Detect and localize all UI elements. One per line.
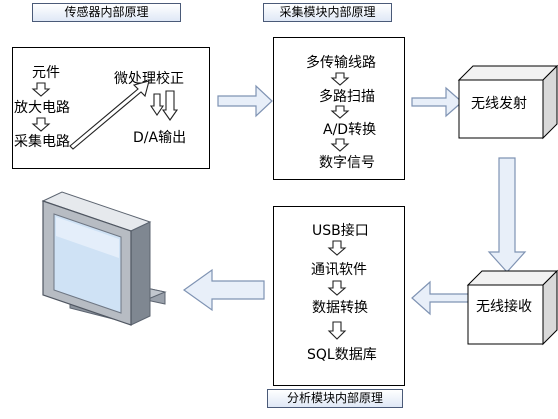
tab-analysis-internal: 分析模块内部原理 (267, 389, 403, 408)
monitor-icon (41, 191, 167, 326)
right-arrow-1 (217, 84, 273, 118)
label-digital-signal: 数字信号 (319, 155, 375, 171)
label-usb-port: USB接口 (312, 223, 369, 239)
diagonal-arrow (69, 80, 150, 150)
down-arrow-2 (31, 117, 51, 132)
right-arrow-2 (411, 86, 463, 118)
receiver-cube (466, 269, 558, 346)
label-micro-correction: 微处理校正 (114, 71, 184, 87)
down-arrow-5 (330, 138, 350, 152)
label-sql-db: SQL数据库 (307, 347, 377, 363)
tab-acquisition-internal: 采集模块内部原理 (263, 3, 392, 22)
label-multi-line: 多传输线路 (306, 55, 376, 71)
down-arrow-3 (330, 72, 350, 86)
down-arrow-1 (31, 82, 51, 97)
down-arrow-8 (327, 321, 347, 340)
label-collector: 采集电路 (14, 134, 70, 150)
down-arrow-6 (327, 240, 347, 256)
label-ad-convert: A/D转换 (323, 122, 377, 138)
label-wireless-receive: 无线接收 (476, 299, 532, 315)
down-arrow-4 (330, 105, 350, 119)
tab-sensor-internal: 传感器内部原理 (32, 3, 181, 22)
label-amplifier: 放大电路 (14, 100, 70, 116)
analysis-box (273, 206, 405, 386)
label-multi-scan: 多路扫描 (319, 89, 375, 105)
down-arrow-big (487, 157, 527, 273)
label-data-convert: 数据转换 (312, 300, 368, 316)
label-comm-software: 通讯软件 (311, 262, 367, 278)
label-component: 元件 (32, 65, 60, 81)
left-arrow-2 (182, 268, 265, 312)
left-arrow-1 (411, 280, 471, 316)
label-wireless-transmit: 无线发射 (471, 96, 527, 112)
transmitter-cube (457, 64, 558, 140)
down-arrow-7 (327, 280, 347, 296)
sensor-box (12, 47, 210, 169)
down-arrow-da-2 (161, 90, 179, 121)
label-da-output: D/A输出 (133, 130, 187, 146)
down-arrow-da (149, 93, 165, 116)
